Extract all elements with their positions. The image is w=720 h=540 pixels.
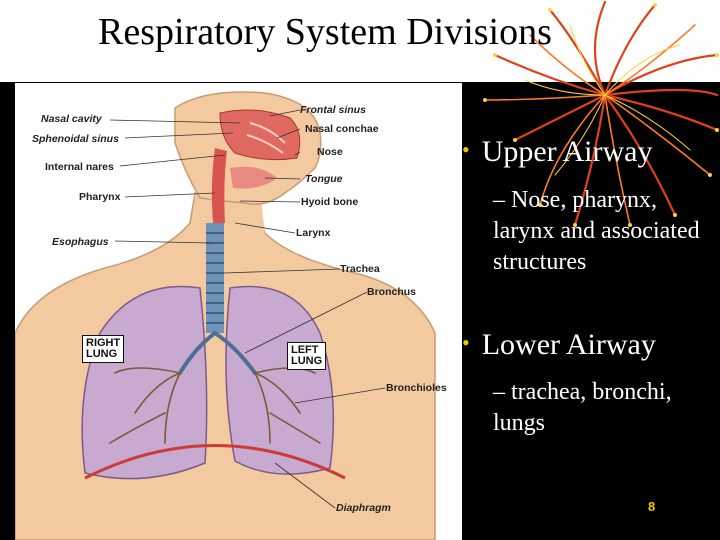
label-right-lung: RIGHT LUNG [82,335,125,363]
label-internal-nares: Internal nares [45,161,114,173]
label-nasal-conchae: Nasal conchae [305,123,379,135]
bullet-lower-airway-text: Lower Airway [481,328,656,361]
page-number: 8 [648,499,656,514]
bullet-upper-airway-text: Upper Airway [481,135,653,168]
label-pharynx: Pharynx [79,191,121,203]
bullet-lower-airway: • Lower Airway [462,328,656,362]
label-diaphragm: Diaphragm [336,502,391,514]
slide-title: Respiratory System Divisions [98,11,552,53]
bullet-dot-icon: • [462,330,470,355]
label-nose: Nose [317,146,343,158]
label-nasal-cavity: Nasal cavity [41,113,102,125]
bullet-upper-airway: • Upper Airway [462,135,653,169]
label-trachea: Trachea [340,263,380,275]
bullet-dot-icon: • [462,137,470,162]
fireworks-decoration [483,0,719,227]
anatomy-drawing [15,91,436,540]
label-tongue: Tongue [305,173,343,185]
label-hyoid-bone: Hyoid bone [301,196,359,208]
label-bronchus: Bronchus [367,286,417,298]
label-larynx: Larynx [296,227,331,239]
sub-bullet-upper-airway: – Nose, pharynx, larynx and associated s… [493,187,700,275]
label-esophagus: Esophagus [52,236,109,248]
respiratory-illustration: Nasal cavity Sphenoidal sinus Internal n… [15,83,462,540]
label-sphenoidal-sinus: Sphenoidal sinus [32,133,119,145]
sub-bullet-lower-airway: – trachea, bronchi, lungs [493,379,672,436]
label-frontal-sinus: Frontal sinus [300,104,366,116]
label-bronchioles: Bronchioles [386,382,447,394]
label-left-lung: LEFT LUNG [287,342,327,370]
